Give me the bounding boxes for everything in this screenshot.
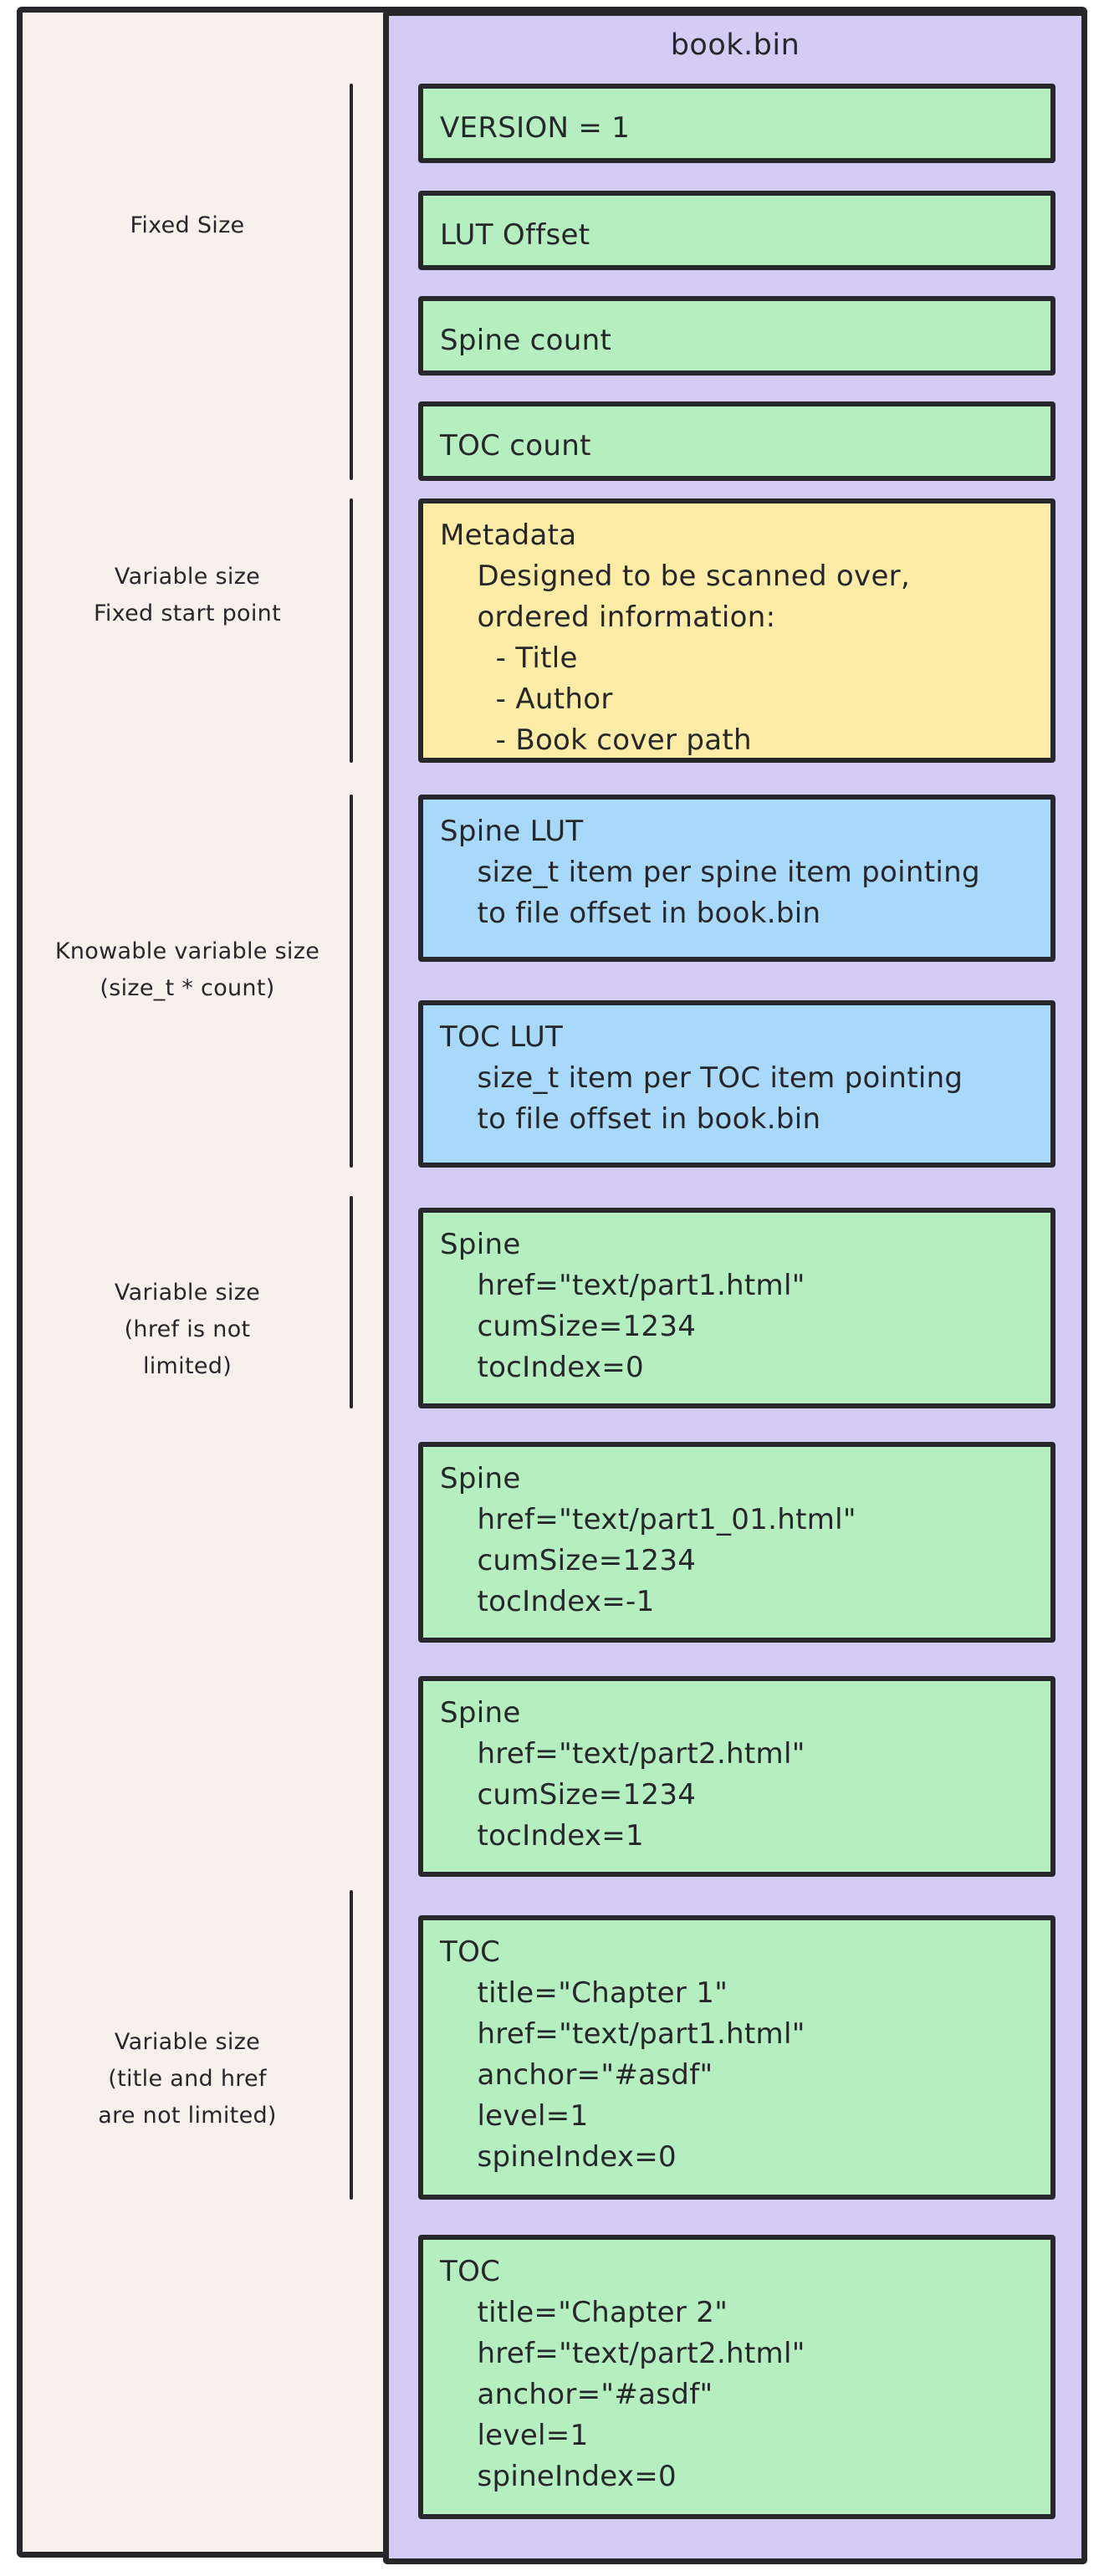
block-toc-lut: TOC LUT size_t item per TOC item pointin… [418,1000,1055,1168]
block-toc-chapter2: TOC title="Chapter 2" href="text/part2.h… [418,2235,1055,2519]
block-spine-count: Spine count [418,296,1055,376]
bracket-spine-variable-size [350,1196,353,1408]
bookbin-title: book.bin [670,28,800,62]
block-toc-lut-text: TOC LUT size_t item per TOC item pointin… [440,1020,963,1136]
block-spine-count-text: Spine count [440,324,612,357]
block-metadata: Metadata Designed to be scanned over, or… [418,498,1055,763]
bracket-toc-variable-size [350,1890,353,2200]
bracket-knowable-variable-size [350,795,353,1168]
block-lut-offset-text: LUT Offset [440,218,590,252]
label-variable-size-fixed-start: Variable size Fixed start point [94,564,281,626]
label-variable-size-title-href: Variable size (title and href are not li… [98,2029,277,2129]
block-version: VERSION = 1 [418,84,1055,163]
block-version-text: VERSION = 1 [440,111,631,145]
label-variable-size-href: Variable size (href is not limited) [114,1280,261,1379]
block-toc-chapter1-text: TOC title="Chapter 1" href="text/part1.h… [440,1935,805,2174]
block-toc-count: TOC count [418,401,1055,481]
block-spine-part1: Spine href="text/part1.html" cumSize=123… [418,1208,1055,1408]
block-toc-chapter2-text: TOC title="Chapter 2" href="text/part2.h… [440,2255,805,2493]
block-spine-part2-text: Spine href="text/part2.html" cumSize=123… [440,1696,805,1853]
block-toc-chapter1: TOC title="Chapter 1" href="text/part1.h… [418,1915,1055,2200]
block-spine-part2: Spine href="text/part2.html" cumSize=123… [418,1676,1055,1877]
block-spine-part1-text: Spine href="text/part1.html" cumSize=123… [440,1228,805,1384]
label-knowable-variable-size: Knowable variable size (size_t * count) [54,938,320,1001]
block-spine-lut: Spine LUT size_t item per spine item poi… [418,795,1055,962]
block-spine-part1-01: Spine href="text/part1_01.html" cumSize=… [418,1442,1055,1643]
label-fixed-size: Fixed Size [130,212,245,238]
bracket-fixed-size [350,84,353,480]
block-spine-part1-01-text: Spine href="text/part1_01.html" cumSize=… [440,1462,856,1618]
bracket-variable-fixed-start [350,498,353,763]
block-spine-lut-text: Spine LUT size_t item per spine item poi… [440,815,980,930]
block-metadata-text: Metadata Designed to be scanned over, or… [440,519,911,757]
block-lut-offset: LUT Offset [418,191,1055,270]
block-toc-count-text: TOC count [440,429,591,463]
